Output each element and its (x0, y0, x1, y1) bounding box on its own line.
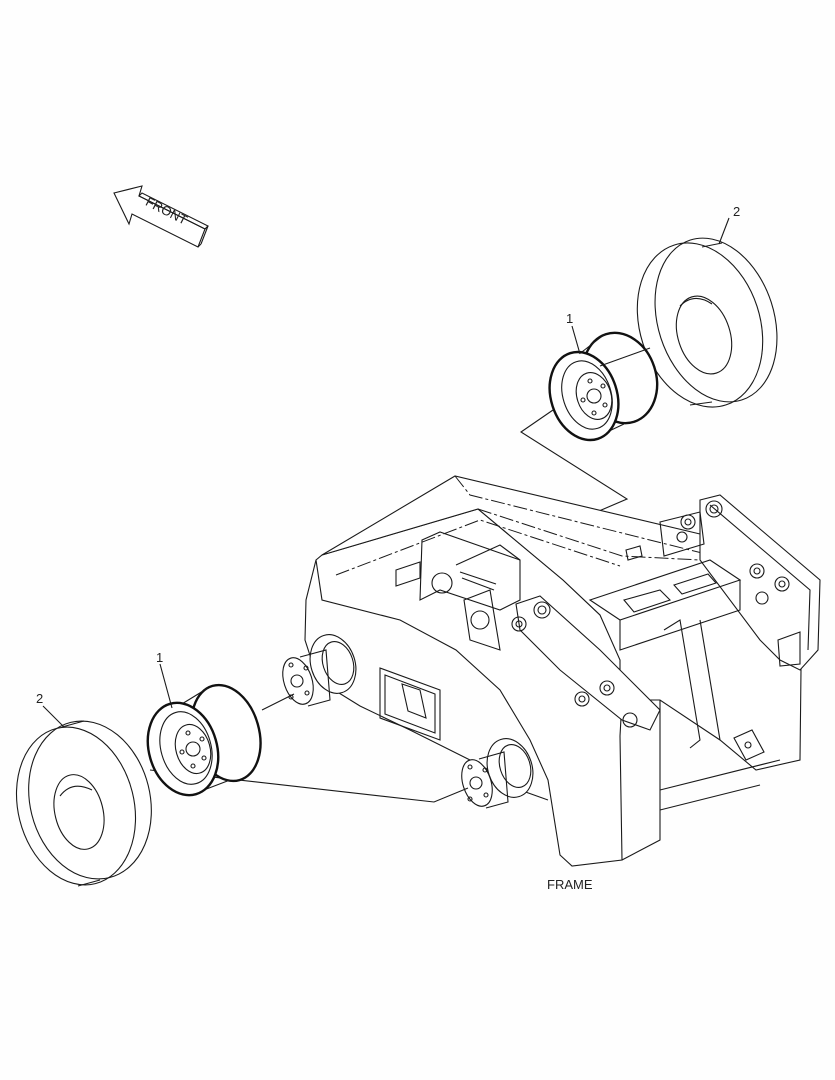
lower-rim (146, 683, 262, 797)
upper-rim (548, 331, 659, 442)
upper-rim-leader-path (520, 409, 629, 521)
machine-frame (304, 475, 821, 867)
rear-hub-flange (461, 751, 509, 809)
upper-tire (636, 237, 778, 408)
frame-label: FRAME (547, 877, 593, 892)
front-arrow-icon: FRONT (113, 185, 209, 248)
lower-tire (15, 720, 152, 887)
lower-rim-leader-path (149, 769, 469, 803)
lower-rim-axis (261, 693, 295, 711)
upper-tire-axis (599, 347, 651, 367)
callout-tire-lower: 2 (36, 691, 43, 706)
callout-rim-lower: 1 (156, 650, 163, 665)
front-hub-flange (282, 649, 331, 707)
callout-tire-upper: 2 (733, 204, 740, 219)
callout-rim-upper: 1 (566, 311, 573, 326)
